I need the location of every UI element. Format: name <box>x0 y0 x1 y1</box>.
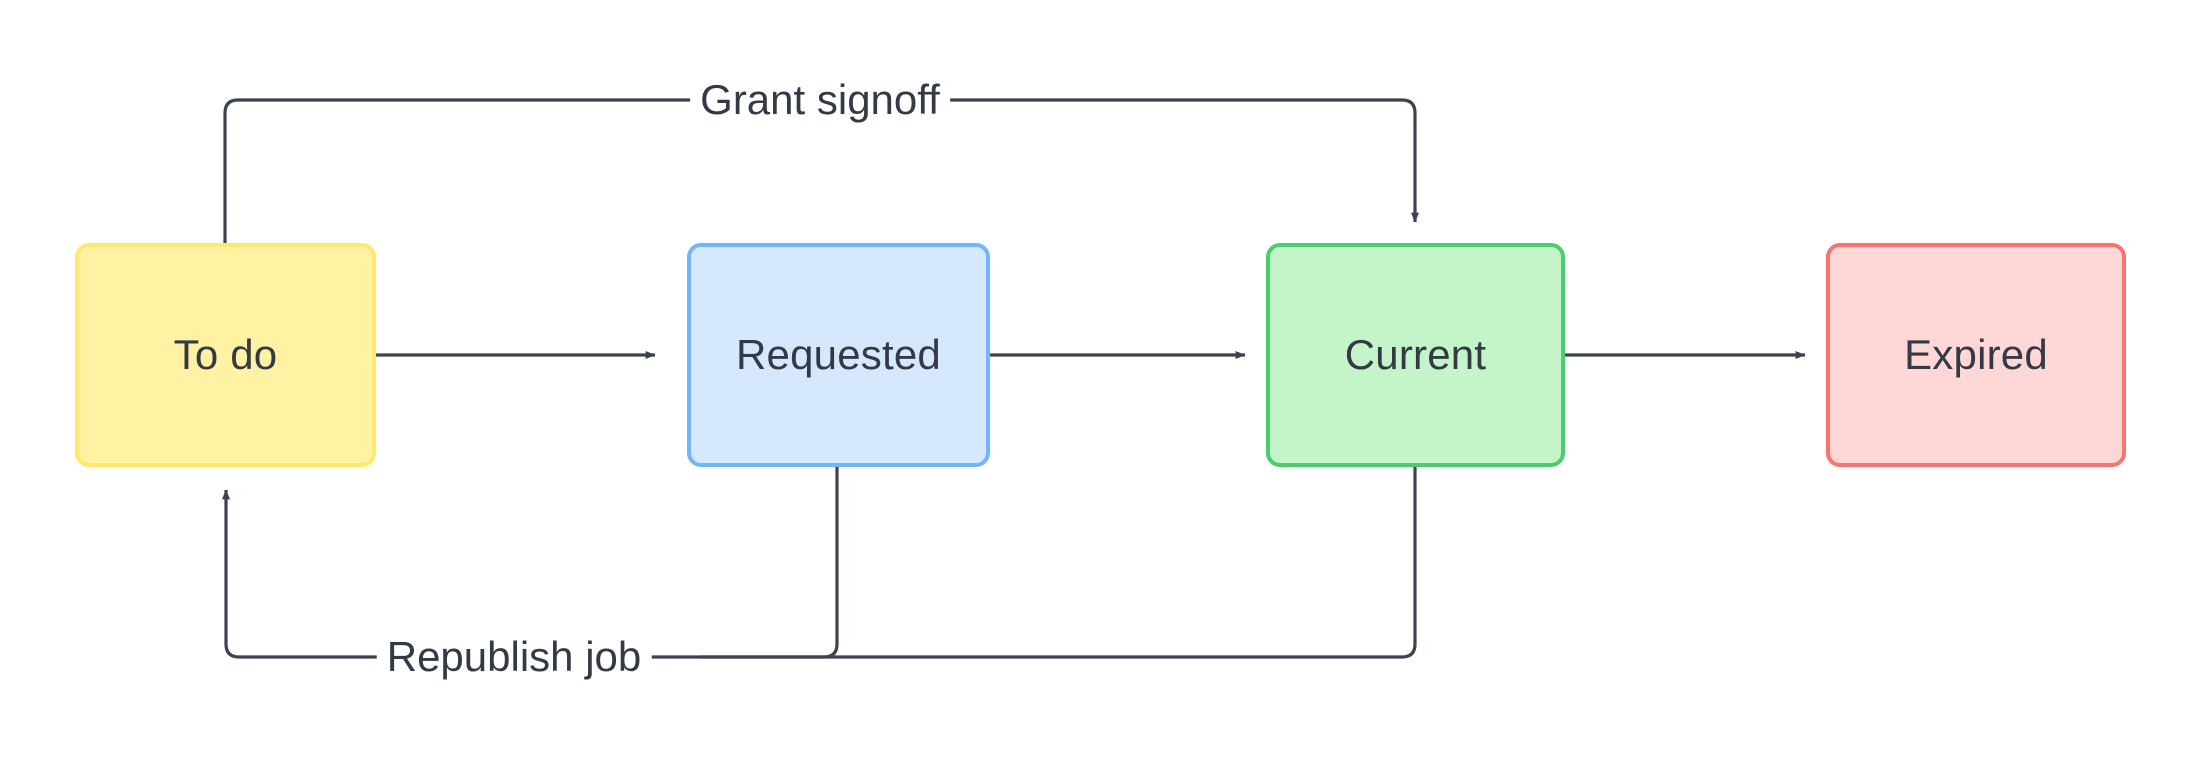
node-current-label: Current <box>1344 331 1487 378</box>
node-to-do-label: To do <box>173 331 278 378</box>
edge-label-republish-job: Republish job <box>376 636 652 678</box>
node-expired-label: Expired <box>1904 331 2048 378</box>
node-to-do[interactable]: To do <box>75 243 376 467</box>
node-expired[interactable]: Expired <box>1826 243 2126 467</box>
node-requested-label: Requested <box>736 331 941 378</box>
node-requested[interactable]: Requested <box>687 243 990 467</box>
node-current[interactable]: Current <box>1266 243 1565 467</box>
edge-republish-job-from-current <box>222 467 1417 659</box>
edge-republish-job-from-requested <box>700 467 839 659</box>
edge-label-grant-signoff: Grant signoff <box>690 79 950 121</box>
